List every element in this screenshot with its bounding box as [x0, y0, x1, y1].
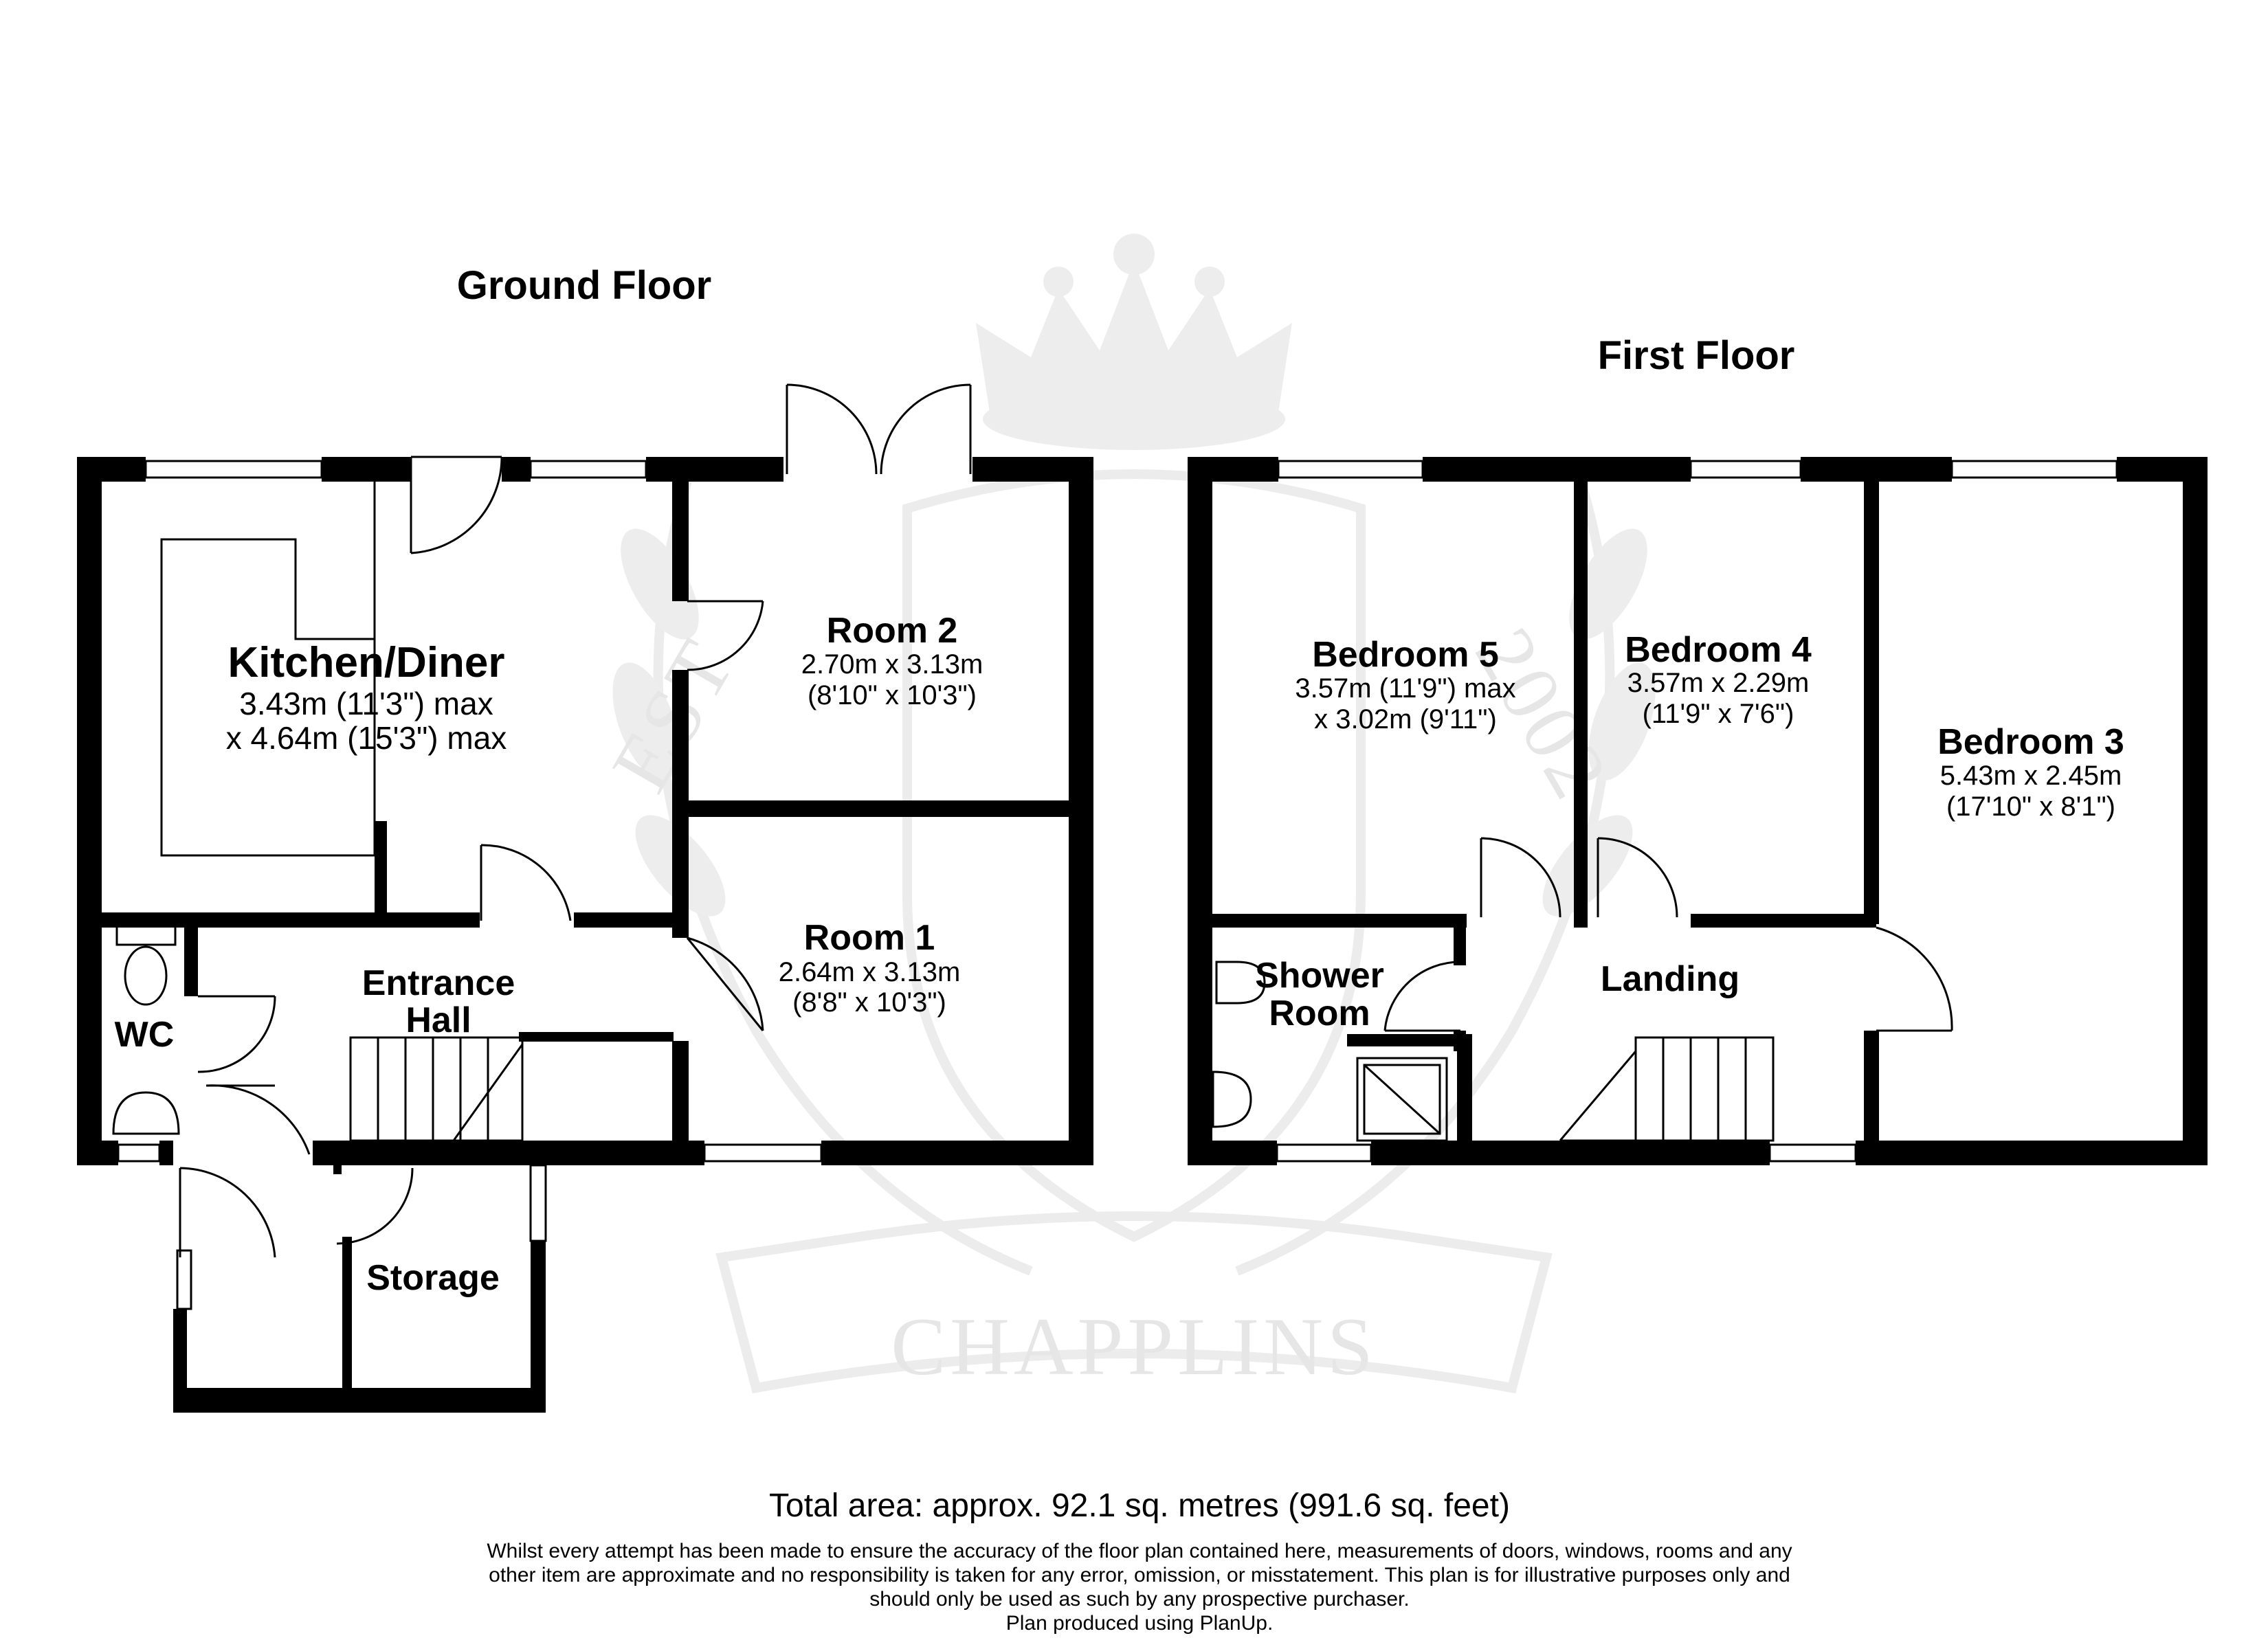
- storage-name: Storage: [366, 1258, 500, 1298]
- bedroom3-dim1: 5.43m x 2.45m: [1940, 761, 2122, 791]
- total-area: Total area: approx. 92.1 sq. metres (991…: [769, 1488, 1510, 1524]
- shower-room-fixtures: [1212, 961, 1448, 1142]
- disclaimer-line4: Plan produced using PlanUp.: [1006, 1612, 1274, 1635]
- kitchen-diner-dim2: x 4.64m (15'3") max: [226, 720, 507, 756]
- room2-dim1: 2.70m x 3.13m: [801, 649, 983, 680]
- toilet-icon: [1215, 961, 1266, 1005]
- bedroom5-dim2: x 3.02m (9'11"): [1314, 704, 1497, 734]
- wc-fixtures: [112, 923, 180, 1135]
- kitchen-diner-dim1: 3.43m (11'3") max: [239, 686, 493, 721]
- entrance-hall-name-line1: Entrance: [362, 963, 515, 1003]
- wc-name: WC: [115, 1015, 175, 1055]
- bedroom3-name: Bedroom 3: [1937, 722, 2124, 762]
- room1-name: Room 1: [804, 918, 935, 958]
- bedroom4-name: Bedroom 4: [1625, 630, 1812, 670]
- entrance-hall-name-line2: Hall: [405, 1000, 471, 1040]
- kitchen-diner-name: Kitchen/Diner: [227, 639, 504, 686]
- bedroom4-dim1: 3.57m x 2.29m: [1627, 668, 1810, 698]
- ground-floor-windows: [117, 460, 823, 1310]
- crown-watermark-icon: [976, 234, 1292, 450]
- bedroom5-name: Bedroom 5: [1312, 635, 1499, 675]
- room2-dim2: (8'10" x 10'3"): [808, 680, 977, 710]
- basin-icon: [112, 1091, 180, 1135]
- first-floor-walls: [1188, 457, 2208, 1165]
- ground-floor-title: Ground Floor: [457, 263, 712, 308]
- shower-room-name-line2: Room: [1269, 994, 1370, 1033]
- ground-floor-stairs-icon: [349, 1036, 524, 1142]
- bedroom5-dim1: 3.57m (11'9") max: [1295, 673, 1515, 704]
- room1-dim2: (8'8" x 10'3"): [792, 987, 946, 1018]
- first-floor-windows: [1276, 460, 2118, 1163]
- disclaimer-line2: other item are approximate and no respon…: [489, 1564, 1790, 1586]
- room1-dim1: 2.64m x 3.13m: [779, 957, 961, 987]
- toilet-icon: [124, 945, 168, 1006]
- bedroom3-dim2: (17'10" x 8'1"): [1946, 792, 2115, 822]
- disclaimer-line3: should only be used as such by any prosp…: [869, 1588, 1409, 1611]
- shower-tray-icon: [1356, 1057, 1448, 1142]
- first-floor-stairs-icon: [1559, 1036, 1775, 1142]
- basin-icon: [1212, 1070, 1252, 1128]
- bedroom4-dim2: (11'9" x 7'6"): [1643, 699, 1794, 729]
- disclaimer-line1: Whilst every attempt has been made to en…: [487, 1540, 1792, 1562]
- ground-floor-doors: [160, 383, 972, 1258]
- room2-name: Room 2: [827, 611, 958, 651]
- watermark-brand-text: CHAPPLINS: [891, 1301, 1377, 1392]
- shower-room-name-line1: Shower: [1255, 956, 1384, 996]
- landing-name: Landing: [1601, 959, 1739, 999]
- first-floor-doors: [1383, 837, 1953, 1032]
- first-floor-title: First Floor: [1598, 333, 1795, 378]
- ground-floor-walls: [77, 457, 1093, 1413]
